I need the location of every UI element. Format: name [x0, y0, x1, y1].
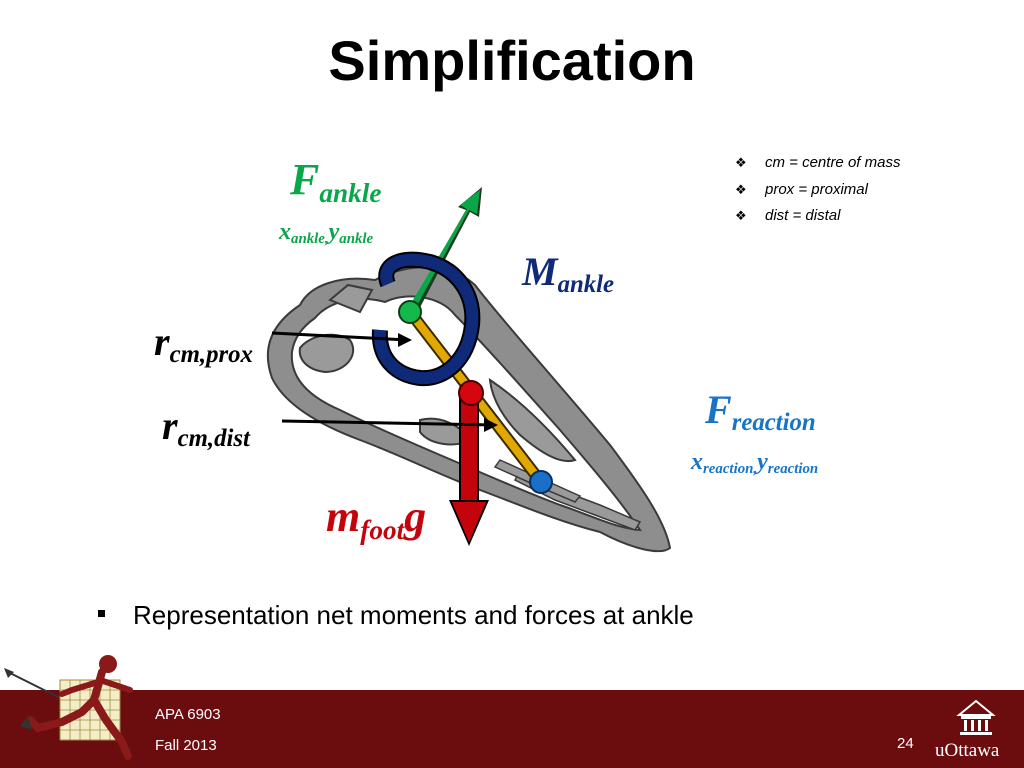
f-reaction-label: Freaction [705, 387, 816, 436]
reaction-point [529, 470, 553, 494]
slide-title: Simplification [328, 29, 696, 92]
course-code: APA 6903 [155, 706, 221, 723]
square-bullet-icon [98, 609, 105, 617]
abbreviation-notes: ❖ cm = centre of mass ❖ prox = proximal ❖ d… [735, 150, 900, 230]
bullet-diamond-icon: ❖ [735, 181, 747, 197]
note-item: ❖ prox = proximal [735, 177, 900, 204]
note-text: dist = distal [765, 207, 841, 224]
university-building-icon [956, 699, 996, 735]
runner-mascot-icon [4, 655, 133, 760]
note-text: cm = centre of mass [765, 154, 901, 171]
footer-band: APA 6903 Fall 2013 24 uOttawa [0, 690, 1024, 768]
reaction-coords-label: xreaction,yreaction [691, 449, 819, 478]
foot-weight-label: mfootg [326, 492, 427, 545]
main-bullet-text: Representation net moments and forces at… [133, 600, 694, 630]
page-number: 24 [897, 735, 914, 752]
term-label: Fall 2013 [155, 737, 217, 754]
bullet-diamond-icon: ❖ [735, 155, 747, 170]
r-cm-prox-label: rcm,prox [154, 319, 253, 368]
r-cm-dist-label: rcm,dist [162, 403, 250, 452]
r-prox-arrow [271, 331, 412, 347]
note-item: ❖ dist = distal [735, 203, 900, 230]
bullet-diamond-icon: ❖ [735, 208, 747, 223]
centre-of-mass-point [458, 380, 484, 406]
ankle-moment-ring [371, 251, 481, 387]
f-ankle-label: Fankle [290, 155, 382, 208]
weight-arrow [449, 392, 489, 546]
note-text: prox = proximal [765, 180, 868, 198]
ankle-joint-point [398, 300, 422, 324]
ankle-force-arrow [403, 187, 482, 317]
ankle-coords-label: xankle,yankle [279, 219, 374, 248]
r-dist-arrow [281, 418, 498, 432]
main-bullet: Representation net moments and forces at… [98, 600, 694, 631]
university-logo-text: uOttawa [935, 740, 1000, 761]
note-item: ❖ cm = centre of mass [735, 150, 900, 177]
m-ankle-label: Mankle [522, 249, 615, 298]
